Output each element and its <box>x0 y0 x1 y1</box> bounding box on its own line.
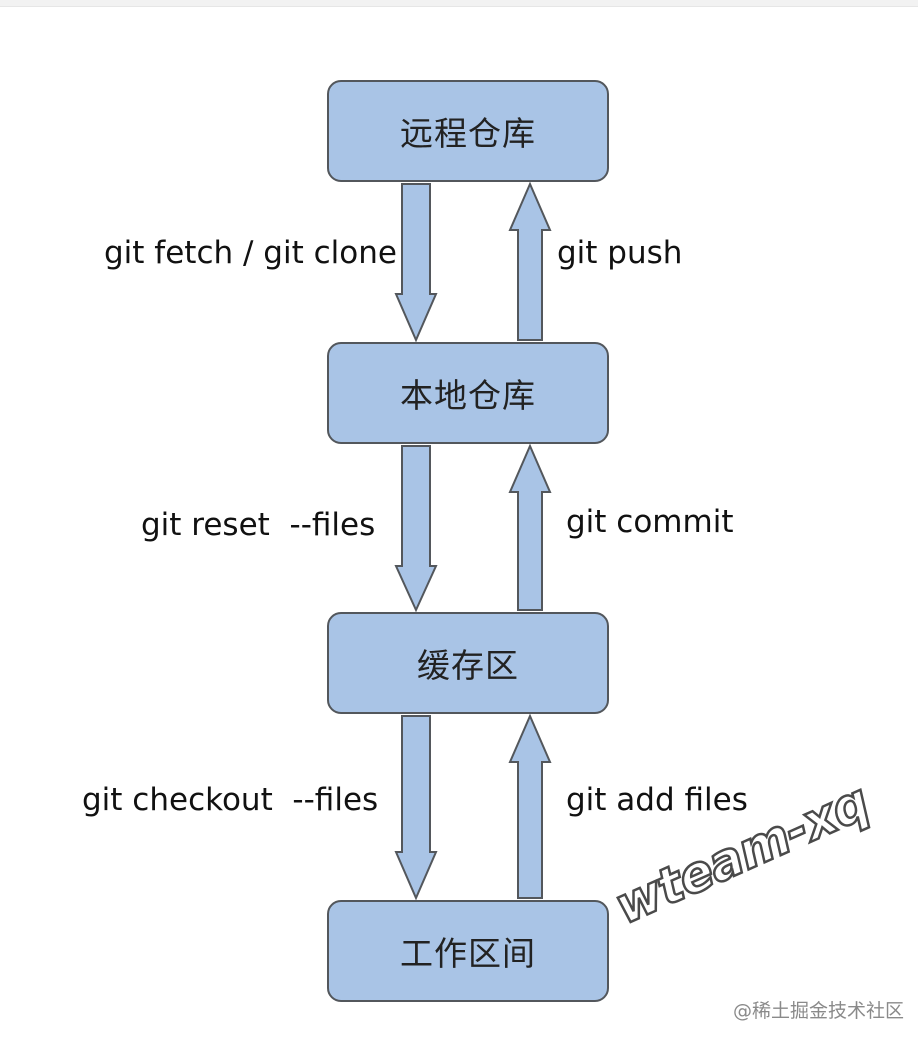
node-workspace: 工作区间 <box>327 900 609 1002</box>
node-local-repo: 本地仓库 <box>327 342 609 444</box>
credit-text: @稀土掘金技术社区 <box>732 1000 904 1022</box>
label-commit: git commit <box>566 504 734 540</box>
label-fetch-clone: git fetch / git clone <box>104 235 397 271</box>
arrow-checkout <box>394 715 438 901</box>
node-stage-area: 缓存区 <box>327 612 609 714</box>
label-reset: git reset --files <box>141 507 376 543</box>
label-push: git push <box>557 235 683 271</box>
node-remote-repo: 远程仓库 <box>327 80 609 182</box>
top-border <box>0 0 918 7</box>
arrow-commit <box>508 443 552 611</box>
label-checkout: git checkout --files <box>82 782 379 818</box>
label-add: git add files <box>566 782 748 818</box>
arrow-add <box>508 713 552 899</box>
arrow-reset <box>394 445 438 613</box>
arrow-push <box>508 181 552 341</box>
arrow-fetch-clone <box>394 183 438 343</box>
